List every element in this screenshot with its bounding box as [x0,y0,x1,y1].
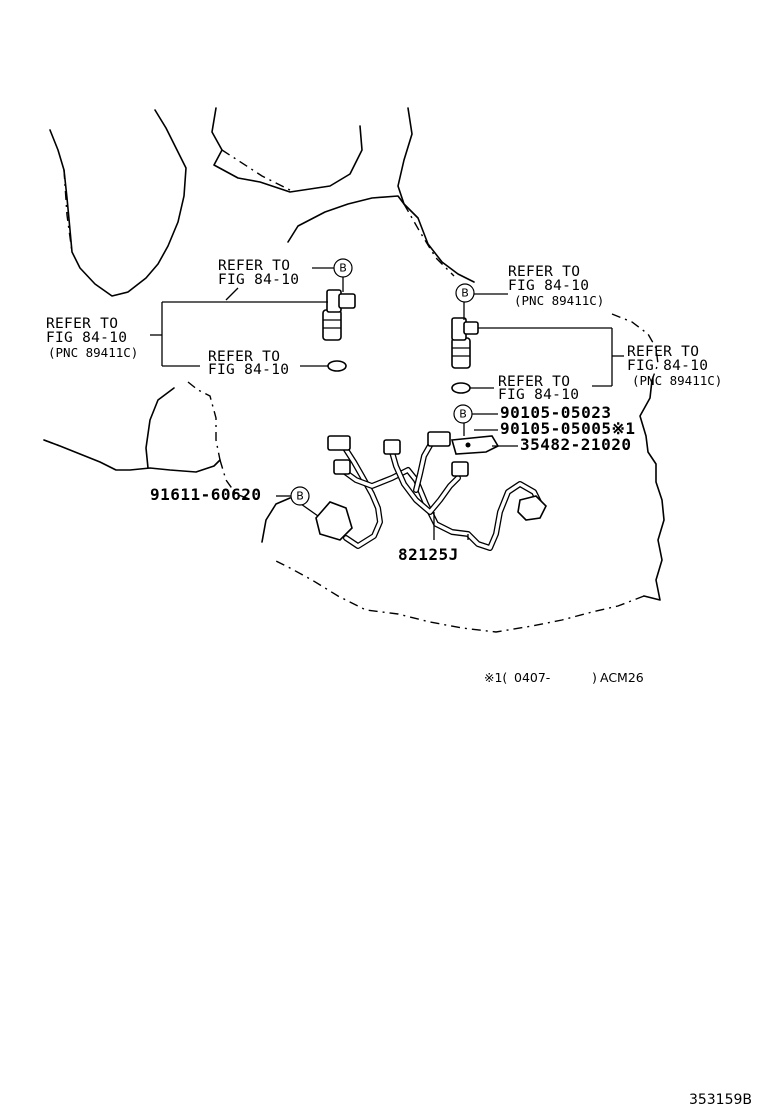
refer-to-top-left: REFER TO FIG 84-10 [218,258,299,288]
svg-text:REFER TO: REFER TO [508,264,580,280]
svg-text:(PNC 89411C): (PNC 89411C) [48,345,138,360]
svg-text:B: B [459,408,467,421]
leader-lines [150,267,624,540]
svg-text:FIG 84-10: FIG 84-10 [208,362,289,378]
svg-text:FIG 84-10: FIG 84-10 [627,358,708,374]
refer-to-right-lower: REFER TO FIG 84-10 [498,374,579,403]
svg-text:REFER TO: REFER TO [218,258,290,274]
svg-text:FIG 84-10: FIG 84-10 [218,272,299,288]
svg-text:B: B [296,490,304,503]
footnote: ※1( 0407- ) ACM26 [484,670,644,685]
part-number-82125j: 82125J [398,545,459,564]
svg-text:ACM26: ACM26 [600,670,644,685]
left-speed-sensor [322,289,356,341]
svg-text:REFER TO: REFER TO [46,316,118,332]
right-o-ring [451,382,471,394]
badge-b-top-left: B [333,258,353,278]
svg-text:※1(: ※1( [484,670,507,685]
badge-b-plug: B [290,486,310,506]
svg-text:(PNC 89411C): (PNC 89411C) [632,373,722,388]
svg-text:REFER TO: REFER TO [627,344,699,360]
svg-text:FIG 84-10: FIG 84-10 [498,387,579,403]
part-number-90105-05005: 90105-05005※1 [500,419,636,438]
svg-text:REFER TO: REFER TO [208,349,280,365]
transaxle-outline [43,107,665,633]
svg-text:(PNC 89411C): (PNC 89411C) [514,293,604,308]
badge-b-bolt: B [453,404,473,424]
svg-text:0407-: 0407- [514,670,550,685]
svg-text:): ) [592,670,597,685]
svg-text:FIG 84-10: FIG 84-10 [508,278,589,294]
refer-to-right: REFER TO FIG 84-10 (PNC 89411C) [627,344,722,388]
refer-to-left: REFER TO FIG 84-10 (PNC 89411C) [46,316,138,360]
svg-text:B: B [339,262,347,275]
part-number-90105-05023: 90105-05023 [500,403,611,422]
harness-clamp [450,435,500,455]
svg-text:FIG 84-10: FIG 84-10 [46,330,127,346]
part-number-91611-60620: 91611-60620 [150,485,261,504]
figure-code: 353159B [689,1092,752,1108]
part-number-35482-21020: 35482-21020 [520,435,631,454]
svg-text:B: B [461,287,469,300]
svg-text:REFER TO: REFER TO [498,374,570,390]
refer-to-left-lower: REFER TO FIG 84-10 [208,349,289,378]
wire-harness [315,431,547,551]
left-o-ring [327,360,347,372]
badge-b-top-right: B [455,283,475,303]
refer-to-top-right: REFER TO FIG 84-10 (PNC 89411C) [508,264,604,308]
right-speed-sensor [451,317,479,369]
